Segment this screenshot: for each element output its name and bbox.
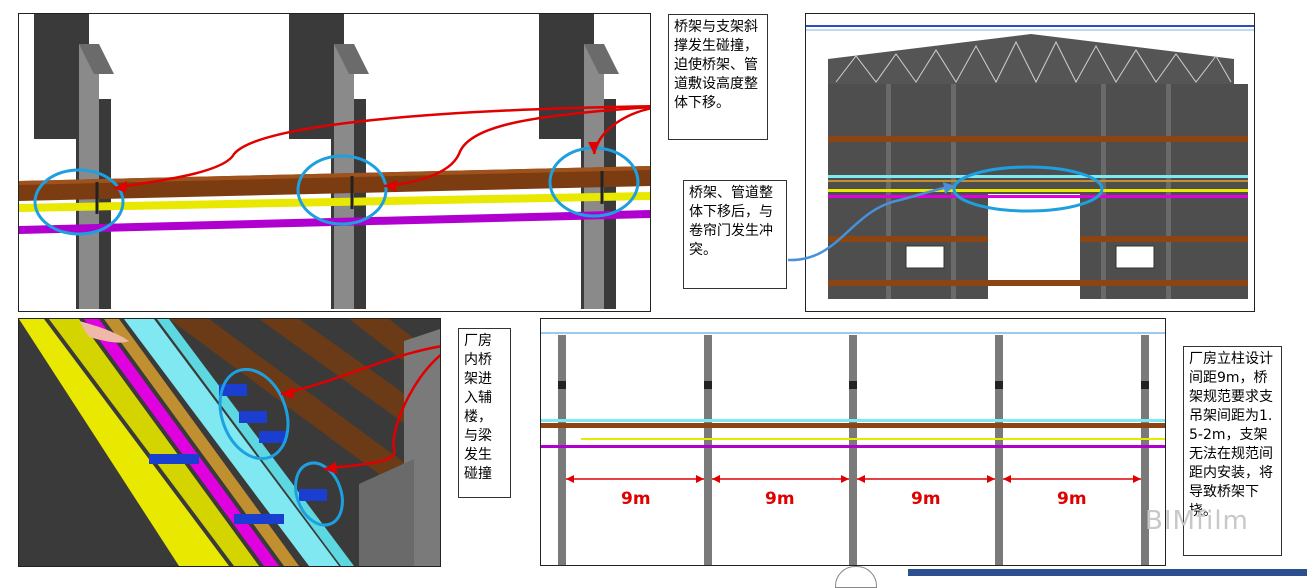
collision-ring (296, 154, 388, 226)
footer-bar (908, 569, 1307, 576)
brace-collision-scene (19, 14, 650, 309)
panel-brace-collision (18, 13, 651, 312)
dim-label: 9m (1057, 489, 1087, 509)
watermark: BIMfilm (1145, 506, 1249, 536)
collision-ring (33, 168, 125, 236)
dim-label: 9m (765, 489, 795, 509)
collision-ring (218, 367, 290, 461)
panel-elevation (805, 13, 1255, 312)
dim-label: 9m (911, 489, 941, 509)
p2-arrow (787, 182, 956, 262)
panel-spacing: 9m 9m 9m 9m (540, 318, 1166, 566)
dim-label: 9m (621, 489, 651, 509)
elevation-scene (806, 25, 1254, 299)
footer-logo (835, 566, 877, 588)
p3-note: 厂房内桥架进入辅楼，与梁发生碰撞 (458, 328, 511, 498)
p4-note: 厂房立柱设计间距9m，桥架规范要求支吊架间距为1.5-2m，支架无法在规范间距内… (1183, 346, 1282, 556)
collision-ring (294, 461, 344, 527)
panel-annex (18, 318, 441, 567)
spacing-scene (541, 332, 1165, 565)
p1-note: 桥架与支架斜撑发生碰撞，迫使桥架、管道敷设高度整体下移。 (668, 14, 768, 140)
annex-scene (19, 319, 440, 566)
conflict-ring (952, 165, 1104, 213)
p2-note: 桥架、管道整体下移后，与卷帘门发生冲突。 (683, 180, 787, 289)
